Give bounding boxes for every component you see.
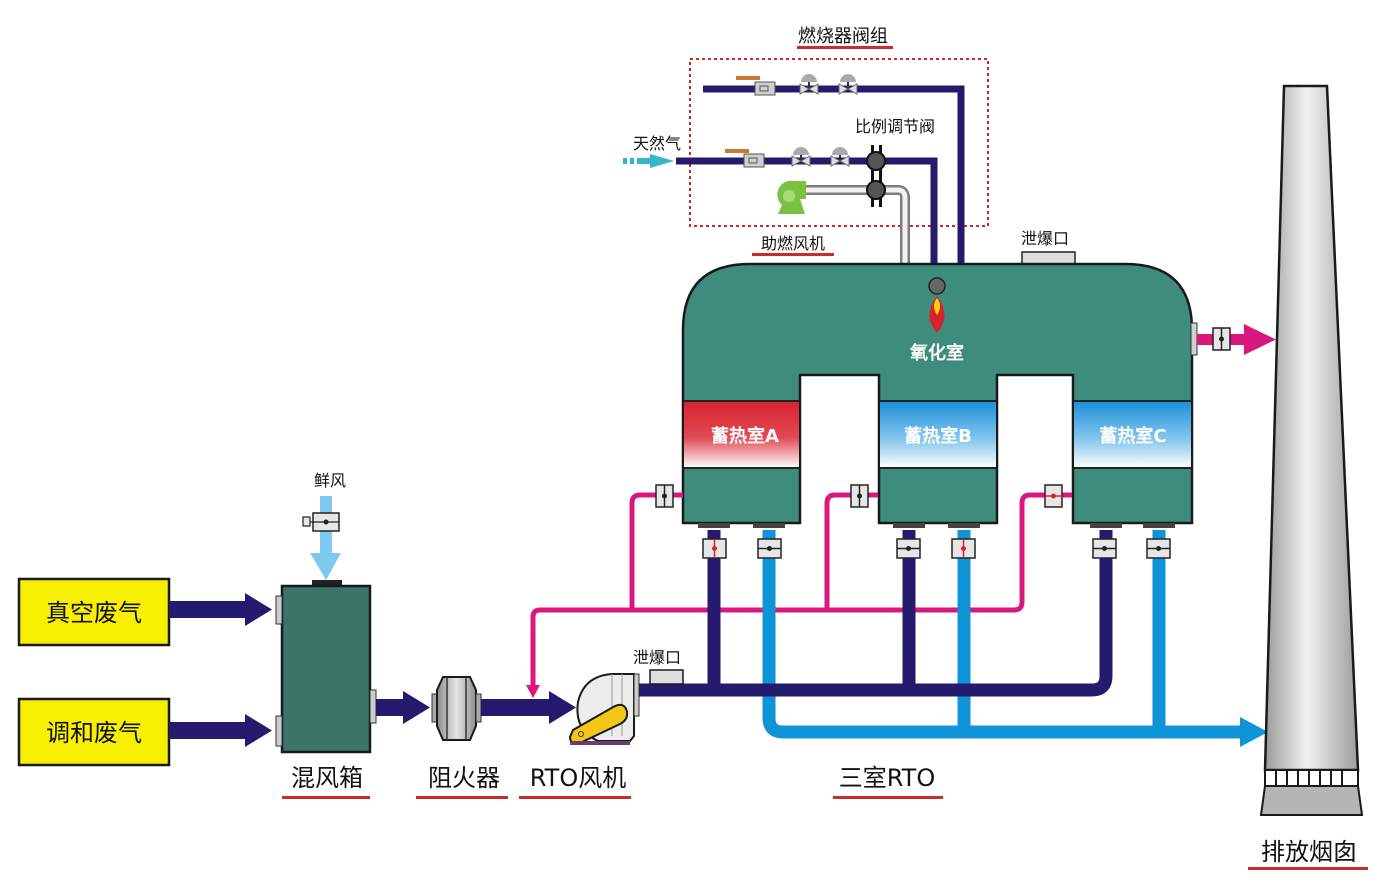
regenerator-c-bed	[1074, 401, 1191, 468]
clean-gas-to-chimney-arrow	[1240, 717, 1268, 747]
vacuum-waste-gas-box: 真空废气	[17, 577, 171, 647]
hot-bypass-damper[interactable]	[1212, 327, 1231, 351]
mixing-box	[275, 580, 377, 754]
underline	[282, 796, 370, 799]
regenerator-a-bed	[684, 401, 799, 468]
underline	[416, 796, 508, 799]
regenerator-c-label: 蓄热室C	[1099, 425, 1166, 447]
solenoid-valve-icon[interactable]	[791, 147, 811, 167]
oxidation-chamber	[681, 262, 1194, 525]
underline	[752, 253, 834, 256]
purge-piping	[530, 492, 1072, 688]
mixed-gas-pipe	[376, 691, 430, 724]
explosion-vent-top-label: 泄爆口	[1021, 229, 1069, 248]
proportional-valve-icon[interactable]	[866, 145, 886, 207]
burner-flame-icon	[928, 277, 946, 333]
purge-damper-c[interactable]	[1044, 484, 1063, 508]
burner-valve-group-label: 燃烧器阀组	[798, 26, 888, 47]
clean-outlet-piping	[762, 530, 1243, 739]
hot-bypass-arrow	[1244, 324, 1276, 355]
rto-fan-label: RTO风机	[530, 764, 626, 792]
chamber-flanges	[698, 523, 1175, 528]
chimney	[1259, 84, 1364, 816]
underline	[1248, 867, 1368, 870]
rto-fan[interactable]	[568, 673, 640, 745]
ball-valve-icon[interactable]	[736, 76, 776, 96]
underline	[833, 796, 943, 799]
natural-gas-label: 天然气	[633, 134, 681, 153]
proportional-valve-label: 比例调节阀	[855, 117, 935, 136]
underline	[797, 46, 893, 49]
combustion-fan-label: 助燃风机	[761, 234, 825, 253]
mixing-box-label: 混风箱	[291, 764, 363, 792]
oxidation-chamber-label: 氧化室	[909, 342, 964, 364]
solenoid-valve-icon[interactable]	[830, 147, 850, 167]
outlet-damper-c[interactable]	[1146, 538, 1171, 559]
flame-arrester-label: 阻火器	[428, 764, 500, 792]
three-chamber-rto: 泄爆口 蓄热室A 蓄热室B 蓄热室C 氧化室	[681, 229, 1198, 525]
burner-valve-group: 燃烧器阀组	[623, 26, 989, 295]
fresh-air-arrow	[310, 553, 341, 580]
blended-waste-gas-box: 调和废气	[17, 697, 171, 767]
purge-return-arrow	[526, 685, 540, 698]
regenerator-b-bed	[880, 401, 996, 468]
combustion-fan-icon[interactable]	[777, 181, 806, 214]
inlet-damper-a[interactable]	[702, 538, 727, 559]
three-chamber-rto-label: 三室RTO	[839, 764, 935, 792]
solenoid-valve-icon[interactable]	[838, 74, 858, 95]
ball-valve-icon[interactable]	[725, 149, 765, 168]
underline	[519, 796, 631, 799]
explosion-vent-fan	[649, 669, 684, 685]
purge-damper-b[interactable]	[850, 484, 869, 508]
chimney-label: 排放烟囱	[1261, 838, 1357, 866]
solenoid-valve-icon[interactable]	[799, 74, 819, 95]
fresh-air-label: 鲜风	[314, 471, 346, 490]
inlet-damper-c[interactable]	[1092, 538, 1117, 559]
blended-waste-gas-label: 调和废气	[46, 719, 142, 747]
natural-gas-inlet-arrow	[623, 154, 674, 168]
regenerator-b-label: 蓄热室B	[904, 425, 972, 447]
vacuum-waste-gas-label: 真空废气	[46, 599, 142, 627]
fan-inlet-pipe	[481, 691, 576, 724]
regenerator-a-label: 蓄热室A	[711, 425, 779, 447]
outlet-damper-a[interactable]	[757, 538, 782, 559]
waste-gas-inlet-arrows	[169, 593, 272, 747]
explosion-vent-fan-label: 泄爆口	[633, 648, 681, 667]
pilot-gas-pipe	[703, 85, 965, 290]
inlet-damper-b[interactable]	[896, 538, 921, 559]
valve-group-dashed-frame	[689, 58, 989, 227]
fresh-air-damper[interactable]	[302, 512, 340, 532]
purge-damper-a[interactable]	[655, 484, 674, 508]
outlet-damper-b[interactable]	[951, 538, 976, 559]
flame-arrester[interactable]	[431, 676, 482, 741]
